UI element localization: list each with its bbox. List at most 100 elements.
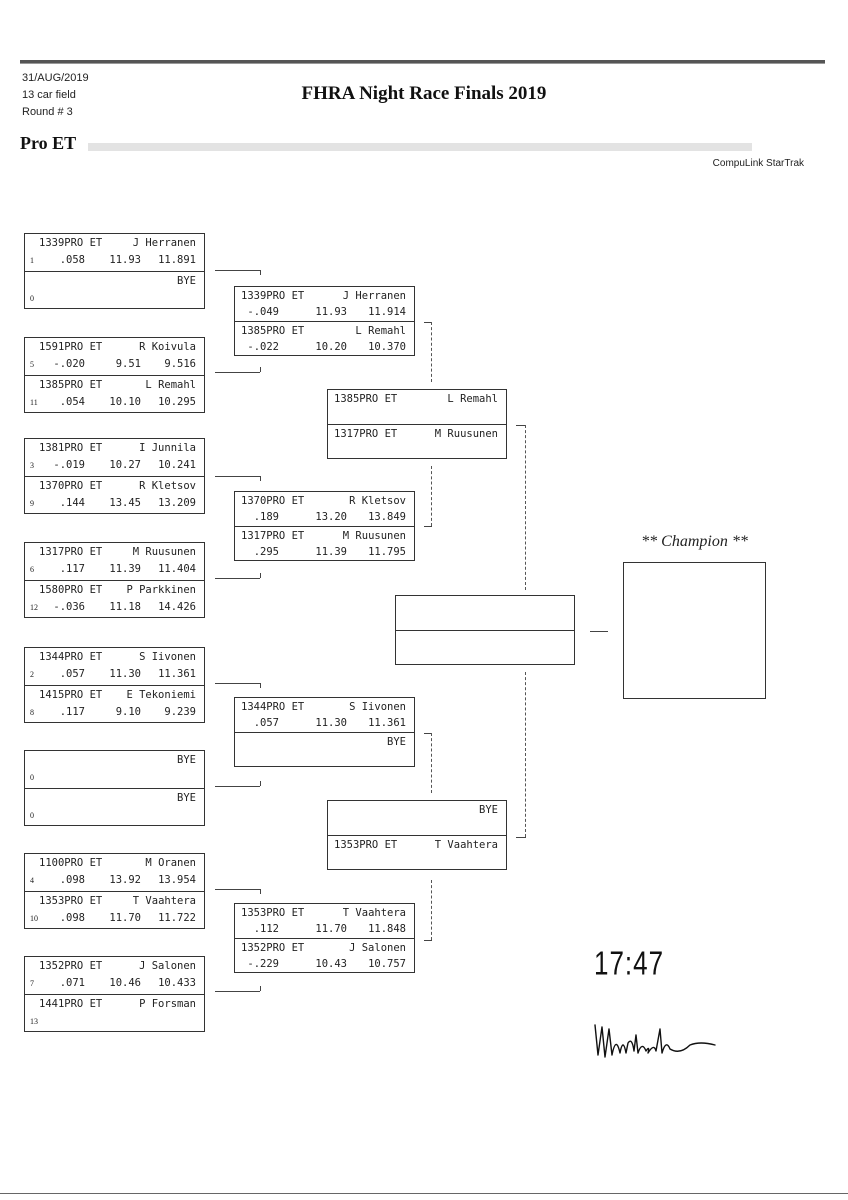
- driver-name: M Ruusunen: [132, 546, 196, 558]
- elapsed-time: 9.239: [164, 706, 196, 718]
- reaction-time: -.020: [53, 358, 85, 370]
- seed-number: 3: [30, 461, 34, 470]
- r2-connector-dashed: [431, 466, 432, 526]
- champion-label: ** Champion **: [641, 533, 748, 550]
- dial-in: 13.20: [315, 511, 347, 523]
- final-top-slot: [396, 596, 574, 630]
- final-bottom-slot: [396, 630, 574, 665]
- driver-name: J Herranen: [132, 237, 196, 249]
- r1-connector-tick: [260, 683, 261, 688]
- r1-connector: [215, 991, 260, 992]
- seed-number: 0: [30, 811, 34, 820]
- r1-connector-tick: [260, 476, 261, 481]
- final-match-box: [395, 595, 575, 665]
- elapsed-time: 11.891: [158, 254, 196, 266]
- driver-name: R Kletsov: [349, 495, 406, 507]
- r2-connector: [424, 322, 432, 323]
- dial-in: 11.70: [315, 923, 347, 935]
- champion-box: [623, 562, 766, 699]
- elapsed-time: 10.757: [368, 958, 406, 970]
- car-number: 1580PRO ET: [39, 584, 103, 596]
- seed-number: 10: [30, 914, 38, 923]
- dial-in: 10.43: [315, 958, 347, 970]
- driver-name: S Iivonen: [139, 651, 196, 663]
- r2-connector-dashed: [431, 880, 432, 940]
- driver-name: S Iivonen: [349, 701, 406, 713]
- driver-name: L Remahl: [355, 325, 406, 337]
- dial-in: 9.10: [115, 706, 141, 718]
- car-number: 1591PRO ET: [39, 341, 103, 353]
- reaction-time: .295: [253, 546, 279, 558]
- driver-name: M Oranen: [145, 857, 196, 869]
- dial-in: 11.93: [109, 254, 141, 266]
- driver-name: BYE: [387, 736, 406, 748]
- driver-name: T Vaahtera: [132, 895, 196, 907]
- car-number: 1344PRO ET: [39, 651, 103, 663]
- r1-connector: [215, 270, 260, 271]
- car-number: 1317PRO ET: [334, 428, 398, 440]
- car-number: 1339PRO ET: [241, 290, 305, 302]
- seed-number: 7: [30, 979, 34, 988]
- r1-connector-tick: [260, 781, 261, 786]
- reaction-time: .117: [59, 563, 85, 575]
- r2-connector-dashed: [431, 322, 432, 382]
- elapsed-time: 13.849: [368, 511, 406, 523]
- reaction-time: -.022: [247, 341, 279, 353]
- dial-in: 11.30: [109, 668, 141, 680]
- racer-slot-top: BYE: [328, 801, 506, 835]
- car-number: 1385PRO ET: [39, 379, 103, 391]
- seed-number: 8: [30, 708, 34, 717]
- r2-connector-dashed: [431, 733, 432, 793]
- seed-number: 1: [30, 256, 34, 265]
- dial-in: 10.46: [109, 977, 141, 989]
- driver-name: J Herranen: [342, 290, 406, 302]
- racer-slot-bottom: BYE 0: [25, 788, 204, 825]
- racer-slot-bottom: BYE: [235, 732, 414, 766]
- driver-name: M Ruusunen: [342, 530, 406, 542]
- elapsed-time: 11.795: [368, 546, 406, 558]
- r1-connector: [215, 786, 260, 787]
- top-rule: [20, 60, 825, 64]
- driver-name: BYE: [177, 792, 196, 804]
- elapsed-time: 11.722: [158, 912, 196, 924]
- car-number: 1317PRO ET: [241, 530, 305, 542]
- r3-connector: [516, 425, 526, 426]
- elapsed-time: 13.209: [158, 497, 196, 509]
- driver-name: P Parkkinen: [126, 584, 196, 596]
- driver-name: P Forsman: [139, 998, 196, 1010]
- reaction-time: .117: [59, 706, 85, 718]
- car-number: 1344PRO ET: [241, 701, 305, 713]
- reaction-time: .058: [59, 254, 85, 266]
- class-name: Pro ET: [20, 133, 77, 153]
- r1-connector: [215, 683, 260, 684]
- car-number: 1370PRO ET: [39, 480, 103, 492]
- car-number: 1352PRO ET: [39, 960, 103, 972]
- dial-in: 10.27: [109, 459, 141, 471]
- car-number: 1353PRO ET: [334, 839, 398, 851]
- reaction-time: -.049: [247, 306, 279, 318]
- driver-name: L Remahl: [145, 379, 196, 391]
- car-number: 1385PRO ET: [241, 325, 305, 337]
- dial-in: 13.45: [109, 497, 141, 509]
- reaction-time: .189: [253, 511, 279, 523]
- seed-number: 9: [30, 499, 34, 508]
- field-size: 13 car field: [22, 89, 76, 101]
- driver-name: J Salonen: [349, 942, 406, 954]
- driver-name: L Remahl: [447, 393, 498, 405]
- r2-connector: [424, 733, 432, 734]
- car-number: 1317PRO ET: [39, 546, 103, 558]
